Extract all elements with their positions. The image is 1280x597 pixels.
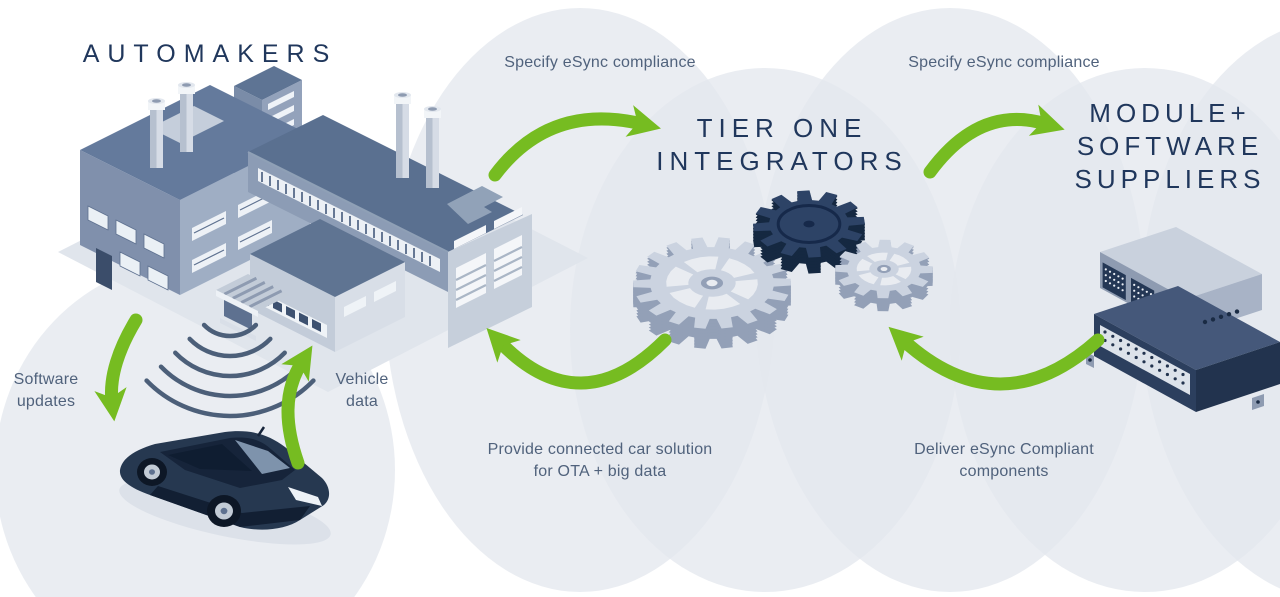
loading-dock bbox=[216, 274, 290, 341]
software-updates-label: Software updates bbox=[13, 371, 79, 410]
deliver-esync-compliant-label: Deliver eSync Compliant components bbox=[914, 441, 1094, 480]
automakers-label: AUTOMAKERS bbox=[82, 40, 338, 68]
arrow-deliver-components bbox=[888, 326, 1105, 391]
vehicle-data-label: Vehicle data bbox=[335, 371, 389, 410]
arrow-software-updates bbox=[94, 313, 143, 422]
arrow-specify-compliance-left bbox=[488, 105, 661, 182]
factory-icon bbox=[80, 66, 532, 352]
module-software-suppliers-label: MODULE+ SOFTWARE SUPPLIERS bbox=[1074, 98, 1266, 194]
specify-esync-compliance-right-label: Specify eSync compliance bbox=[908, 54, 1100, 71]
tier-one-integrators-label: TIER ONE INTEGRATORS bbox=[656, 113, 908, 176]
car-icon bbox=[119, 426, 331, 545]
ecu-modules-icon bbox=[1086, 227, 1280, 412]
provide-connected-car-solution-label: Provide connected car solution for OTA +… bbox=[487, 441, 713, 480]
specify-esync-compliance-left-label: Specify eSync compliance bbox=[504, 54, 696, 71]
gears-icon bbox=[633, 190, 933, 349]
arrow-specify-compliance-right bbox=[923, 104, 1065, 179]
flow-arrows bbox=[94, 104, 1105, 470]
arrow-provide-solution bbox=[486, 327, 672, 390]
arrow-vehicle-data bbox=[281, 345, 313, 470]
